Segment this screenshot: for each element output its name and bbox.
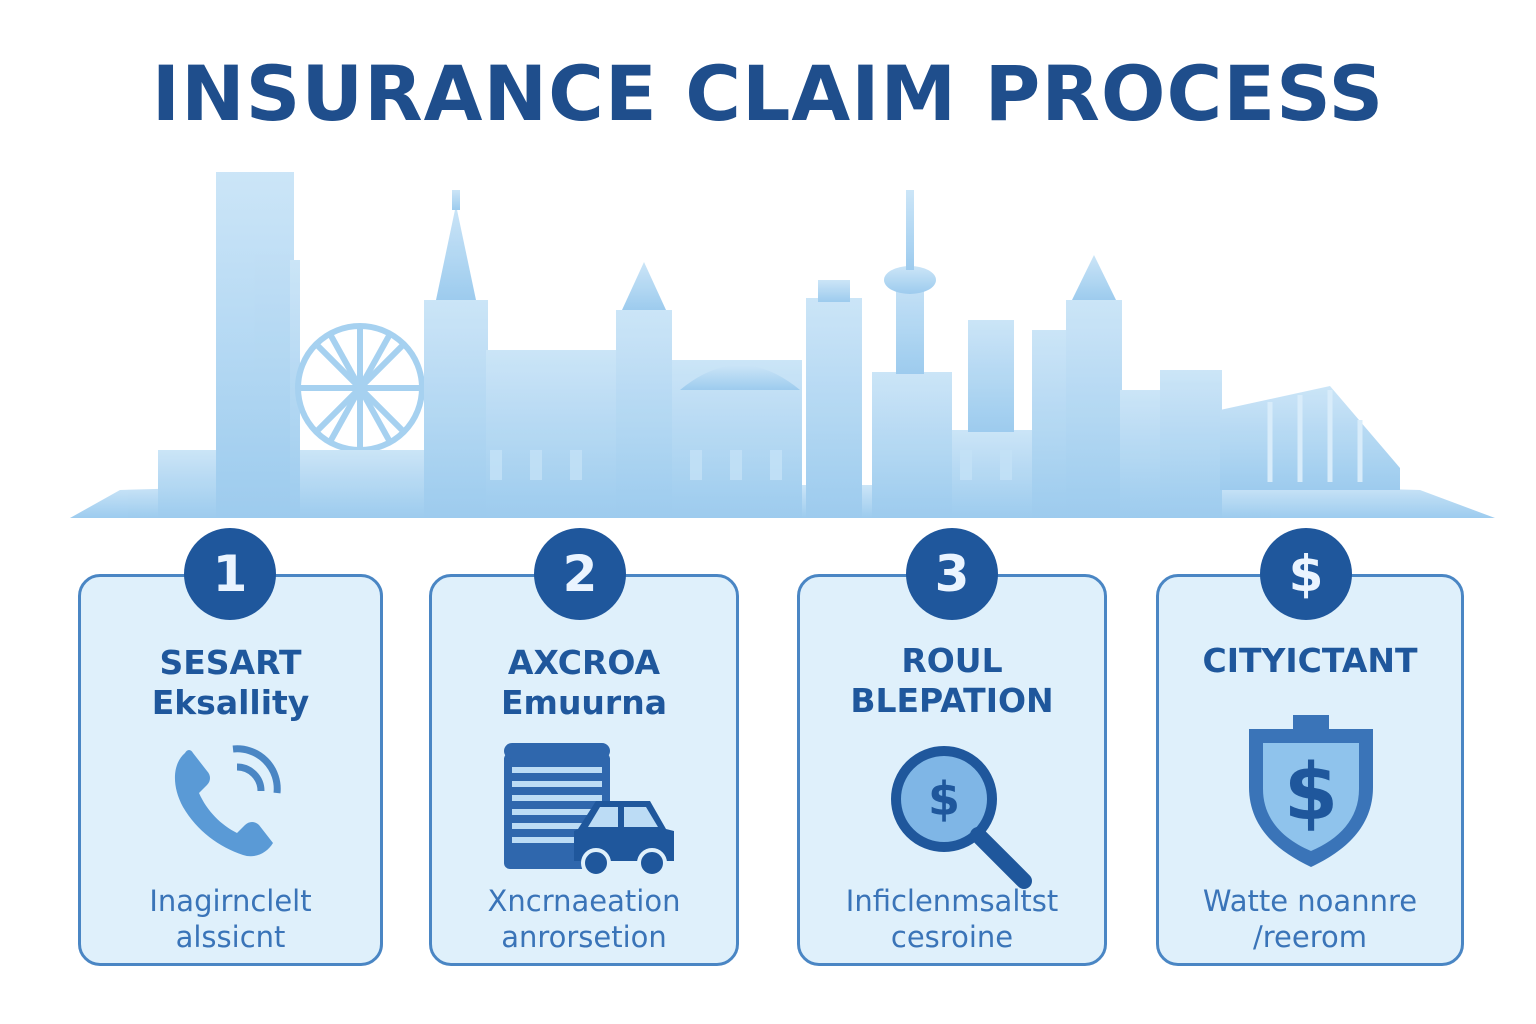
step-badge-1: 1	[184, 528, 276, 620]
step-badge-3: 3	[906, 528, 998, 620]
step-badge-4: $	[1260, 528, 1352, 620]
shield-dollar-icon: $	[1249, 715, 1373, 867]
step-card-4: CITYICTANT $ Watte noannre /reerom	[1156, 574, 1464, 966]
step-title: CITYICTANT	[1159, 641, 1461, 681]
step-caption-line: Xncrnaeation	[487, 884, 681, 918]
step-caption-line: Watte noannre	[1202, 884, 1418, 918]
step-caption: Watte noannre /reerom	[1159, 883, 1461, 955]
step-title-line: Emuurna	[501, 683, 667, 722]
step-card-2: AXCROA Emuurna Xncrnaeation anrorsetion	[429, 574, 739, 966]
page-title: INSURANCE CLAIM PROCESS	[151, 49, 1385, 138]
step-card-1: SESART Eksallity Inagirnclelt alssicnt	[78, 574, 383, 966]
step-caption: Inficlenmsaltst cesroine	[800, 883, 1104, 955]
phone-icon	[174, 745, 281, 857]
step-title: ROUL BLEPATION	[800, 641, 1104, 721]
svg-text:$: $	[1284, 748, 1338, 838]
step-caption-line: Inagirnclelt	[149, 884, 312, 918]
step-title-line: SESART	[159, 643, 302, 682]
magnifier-dollar-icon: $	[891, 746, 1032, 889]
step-title-line: ROUL	[901, 641, 1003, 680]
building-car-icon	[504, 743, 674, 878]
step-caption-line: anrorsetion	[501, 920, 667, 954]
step-title-line: CITYICTANT	[1202, 641, 1418, 680]
step-title-line: BLEPATION	[850, 681, 1054, 720]
step-caption-line: Inficlenmsaltst	[845, 884, 1059, 918]
city-skyline-illustration	[70, 172, 1495, 518]
step-title-line: AXCROA	[507, 643, 661, 682]
svg-text:$: $	[928, 772, 960, 826]
step-caption-line: alssicnt	[175, 920, 286, 954]
step-caption-line: /reerom	[1252, 920, 1368, 954]
step-badge-2: 2	[534, 528, 626, 620]
step-caption-line: cesroine	[890, 920, 1014, 954]
step-title: AXCROA Emuurna	[432, 643, 736, 723]
step-caption: Xncrnaeation anrorsetion	[432, 883, 736, 955]
step-card-3: ROUL BLEPATION $ Inficlenmsaltst cesroin…	[797, 574, 1107, 966]
step-title-line: Eksallity	[151, 683, 310, 722]
step-title: SESART Eksallity	[81, 643, 380, 723]
step-caption: Inagirnclelt alssicnt	[81, 883, 380, 955]
